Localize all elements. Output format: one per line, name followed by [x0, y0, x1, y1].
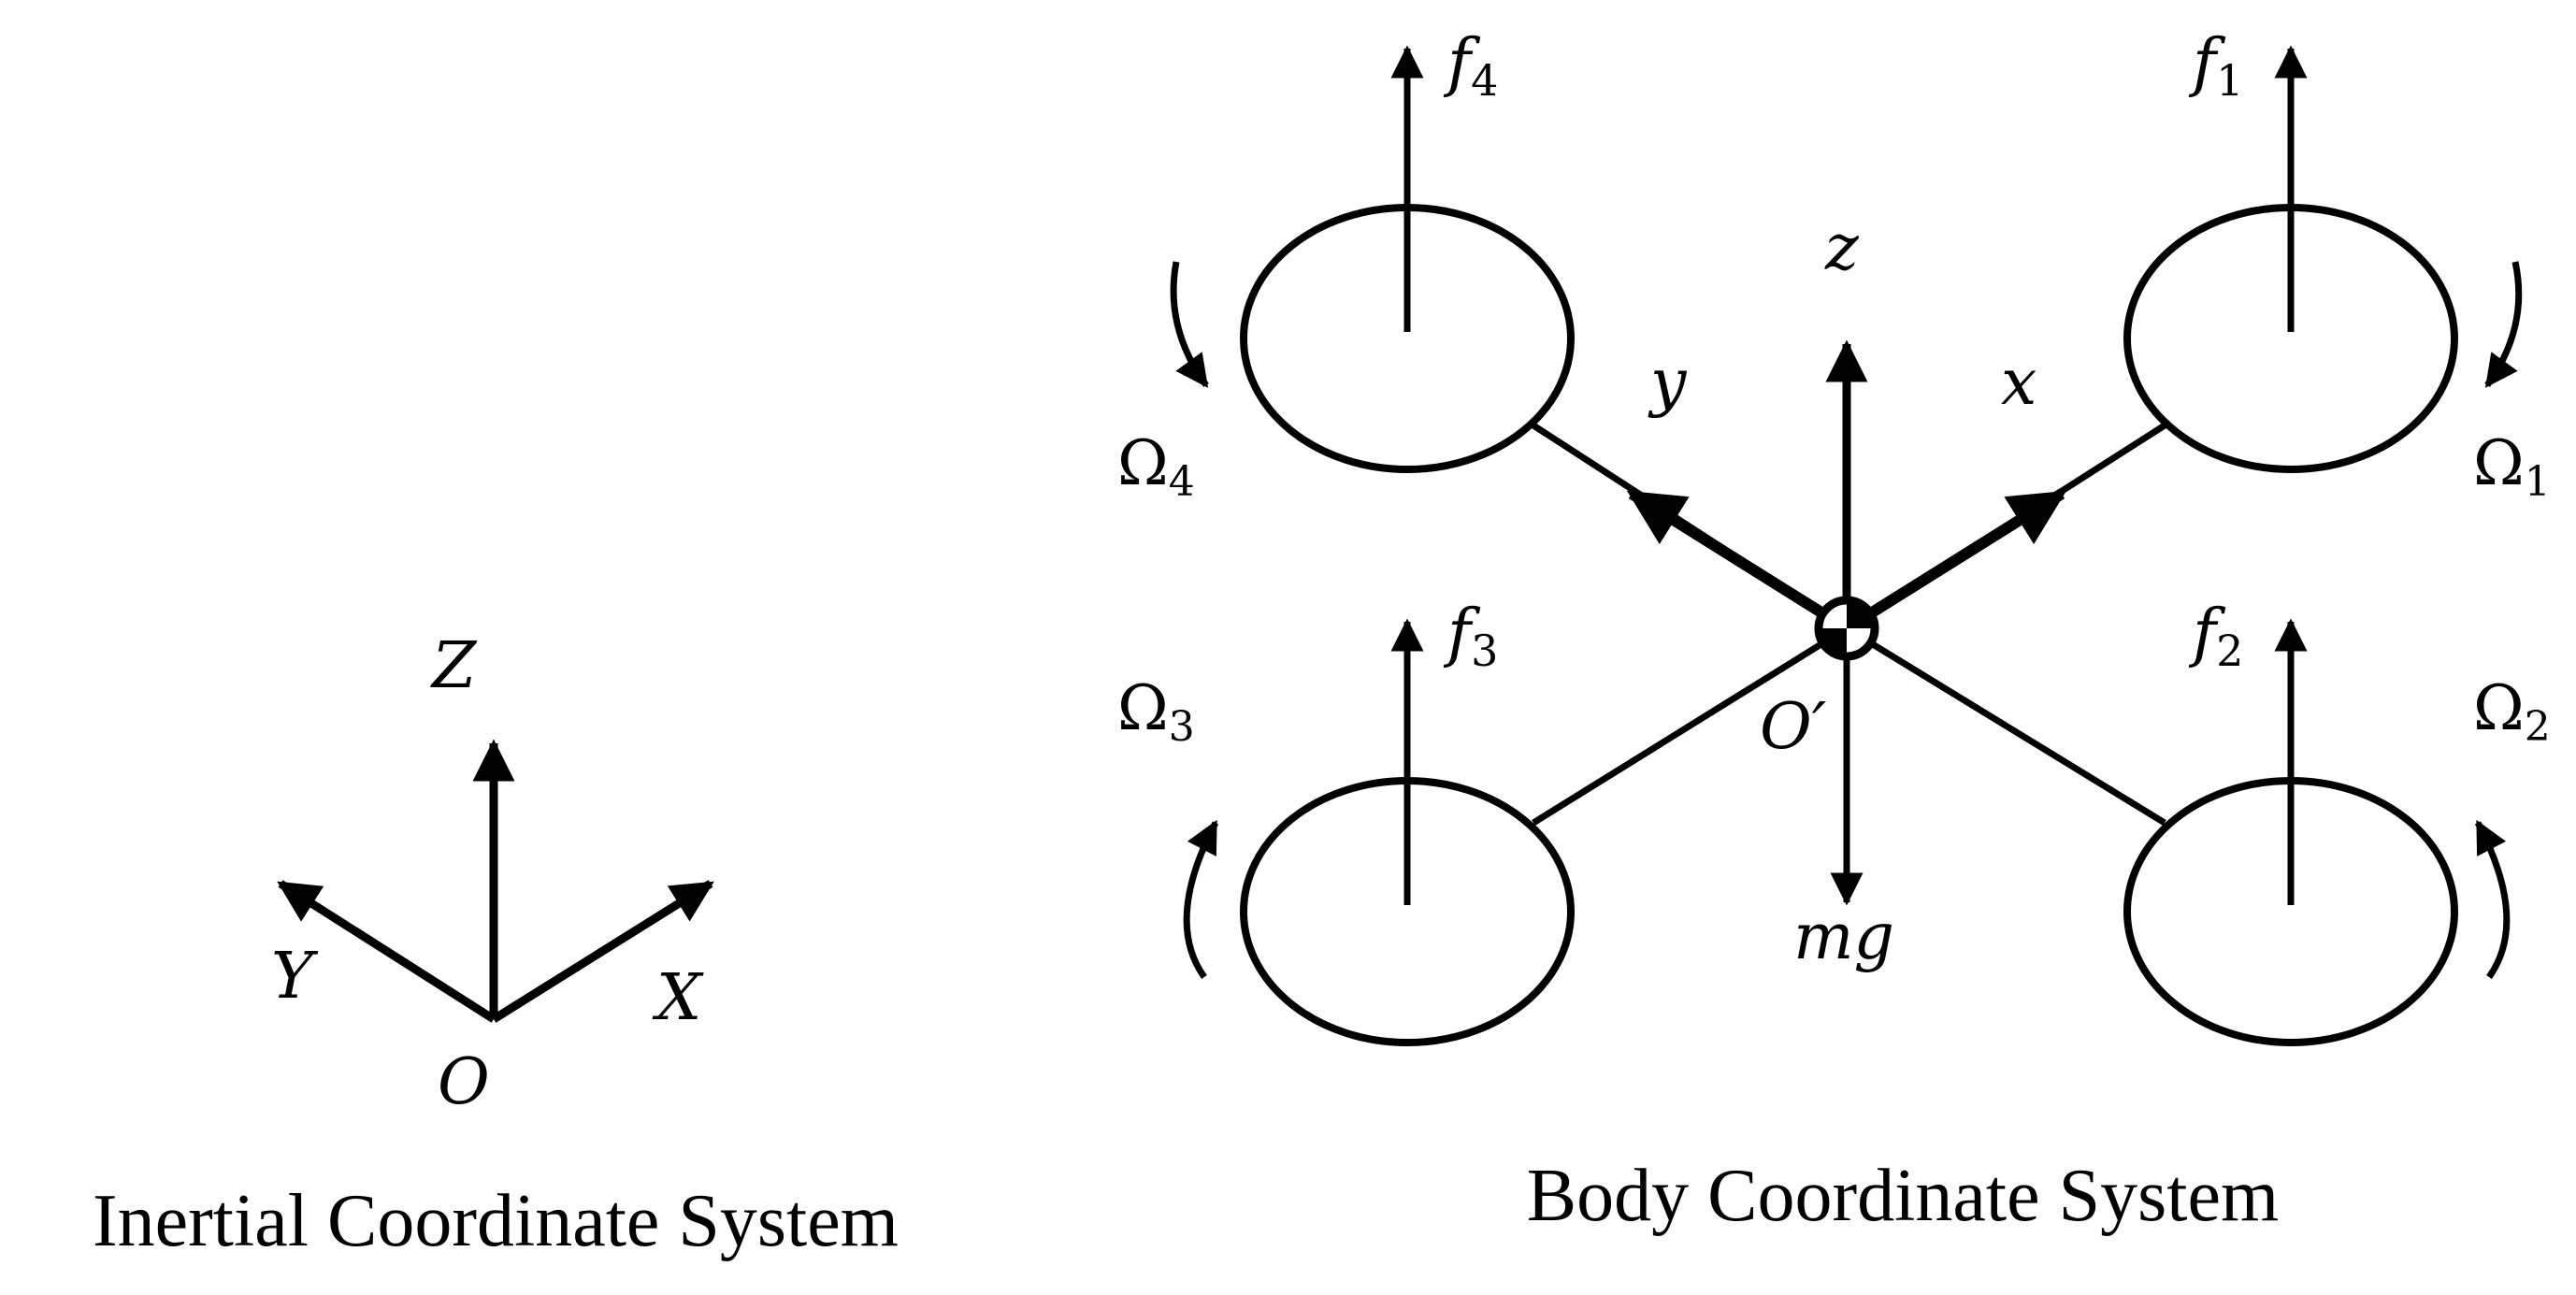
body-y-label: y: [1648, 346, 1688, 420]
inertial-y-axis: [277, 880, 496, 1023]
body-x-label: x: [2001, 346, 2036, 420]
body-z-label: z: [1824, 211, 1860, 285]
rotation-arrow-2: [2474, 819, 2511, 980]
thrust-label-1: f1: [2188, 26, 2243, 106]
body-origin-label: O′: [1760, 690, 1827, 764]
inertial-frame: Z X Y O Inertial Coordinate System: [93, 629, 899, 1262]
omega-label-1: Ω1: [2473, 427, 2551, 506]
inertial-origin-label: O: [438, 1045, 490, 1119]
gravity-label: mg: [1793, 900, 1894, 974]
inertial-x-label: X: [652, 961, 704, 1035]
inertial-y-label: Y: [271, 940, 319, 1014]
omega-label-2: Ω2: [2473, 672, 2551, 751]
thrust-label-2: f2: [2188, 597, 2243, 676]
body-y-axis: [1626, 488, 1850, 634]
inertial-x-axis: [491, 880, 714, 1023]
rotation-arrow-3: [1183, 819, 1219, 980]
inertial-caption: Inertial Coordinate System: [93, 1180, 899, 1262]
inertial-z-label: Z: [430, 629, 478, 703]
arm-rotor-2: [1845, 626, 2166, 826]
body-frame: z y x O′ mg f4 f1 f3 f2 Ω4 Ω1 Ω3 Ω2 Body…: [1117, 26, 2551, 1237]
thrust-label-4: f4: [1443, 26, 1498, 106]
omega-label-3: Ω3: [1117, 672, 1195, 751]
body-x-axis: [1843, 488, 2067, 634]
center-of-mass-icon: [1814, 596, 1879, 661]
body-caption: Body Coordinate System: [1527, 1155, 2279, 1237]
omega-label-4: Ω4: [1117, 427, 1195, 506]
rotation-arrow-4: [1170, 261, 1209, 388]
arm-rotor-3: [1532, 626, 1849, 826]
thrust-label-3: f3: [1443, 597, 1498, 676]
rotation-arrow-1: [2484, 261, 2523, 388]
